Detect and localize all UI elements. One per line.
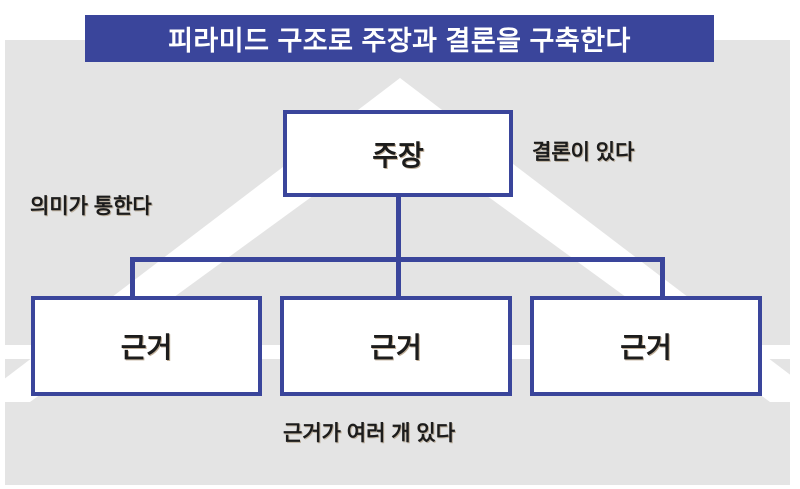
connector-top-stem [396, 197, 401, 260]
connector-drop-left [130, 257, 135, 299]
node-evidence-3[interactable]: 근거 [530, 296, 762, 396]
page-title: 피라미드 구조로 주장과 결론을 구축한다 [168, 26, 631, 56]
caption-left: 의미가 통한다 [30, 195, 152, 218]
node-evidence-3-label: 근거 [620, 332, 672, 363]
node-evidence-1-label: 근거 [120, 332, 173, 363]
node-claim[interactable]: 주장 [283, 110, 513, 197]
node-evidence-1[interactable]: 근거 [31, 296, 262, 396]
caption-right: 결론이 있다 [532, 141, 635, 164]
slide-title-banner: 피라미드 구조로 주장과 결론을 구축한다 [85, 15, 714, 62]
node-evidence-2[interactable]: 근거 [280, 296, 512, 396]
node-evidence-2-label: 근거 [370, 332, 422, 363]
node-claim-label: 주장 [372, 139, 424, 171]
connector-drop-right [660, 257, 665, 299]
caption-bottom: 근거가 여러 개 있다 [283, 422, 456, 445]
connector-drop-middle [396, 257, 401, 299]
